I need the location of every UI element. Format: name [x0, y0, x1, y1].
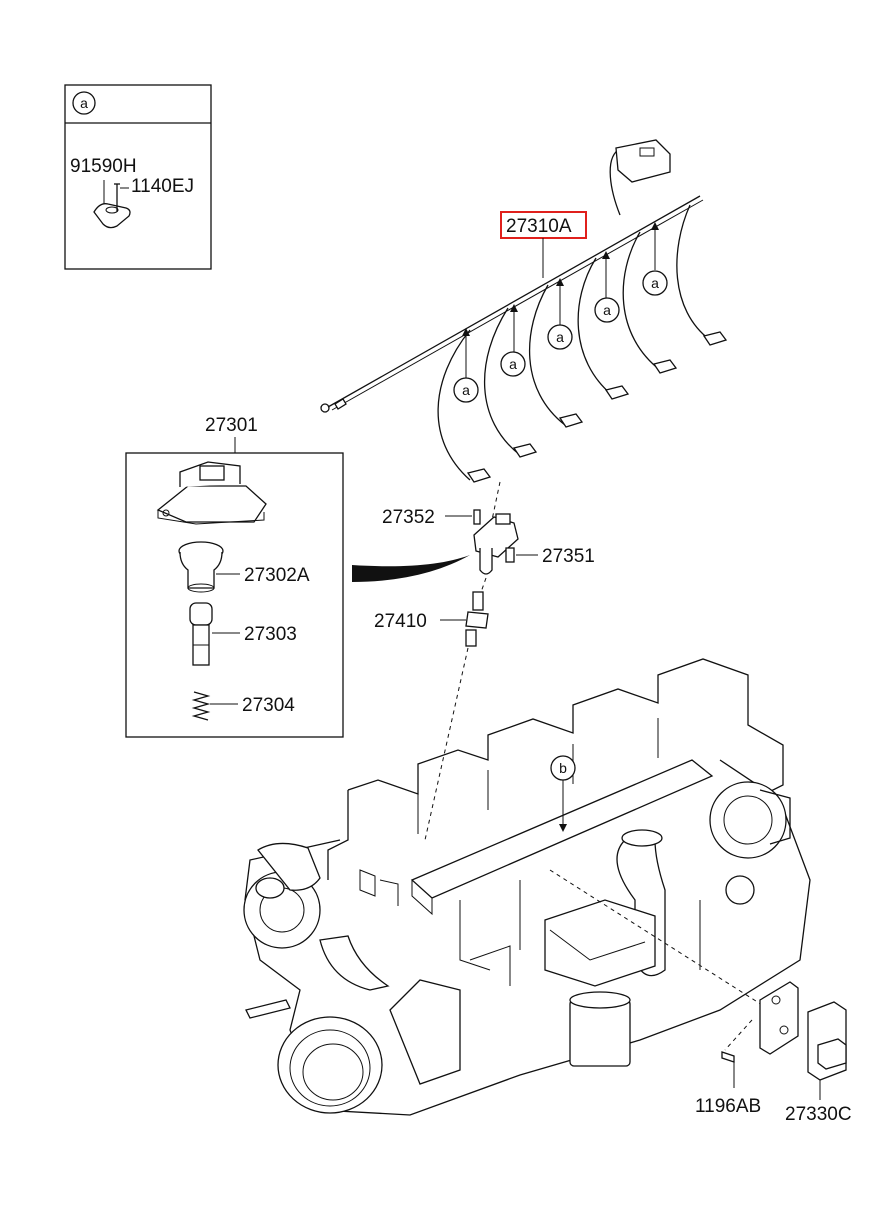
harness-top-connector [615, 139, 671, 183]
label-27303: 27303 [244, 624, 297, 645]
spring-27304: 27304 [191, 691, 295, 721]
label-1196AB: 1196AB [695, 1096, 761, 1117]
harness-label: 27310A [506, 216, 572, 237]
harness-label-group: 27310A [500, 211, 587, 278]
label-27352: 27352 [382, 507, 435, 528]
harness-callout-4: a [603, 302, 611, 318]
harness-callout-1: a [462, 382, 470, 398]
wiring-harness [320, 139, 728, 483]
coil-box-label: 27301 [205, 415, 258, 436]
coil-boot-27302A: 27302A [178, 541, 310, 593]
spark-plug: 27410 [374, 577, 489, 841]
engine-callout: b [550, 755, 576, 832]
coil-box: 27301 27302A 27303 [125, 415, 344, 738]
inset-callout: a [80, 95, 88, 111]
inset-callout-circle [72, 91, 96, 115]
label-27304: 27304 [242, 695, 295, 716]
detail-pointer [352, 555, 470, 582]
coil-assembly: 27352 27351 [382, 481, 595, 575]
harness-callout-3: a [556, 329, 564, 345]
label-27410: 27410 [374, 611, 427, 632]
harness-callouts: a a a a a [453, 270, 668, 403]
control-module: 27330C [785, 1001, 852, 1125]
harness-callout-5: a [651, 275, 659, 291]
engine-callout-label: b [559, 760, 567, 776]
ignition-coil-top [156, 461, 267, 525]
label-27302A: 27302A [244, 565, 310, 586]
label-27330C: 27330C [785, 1104, 852, 1125]
inset-box: a 91590H 1140EJ [64, 84, 212, 270]
coil-rod-27303: 27303 [189, 602, 297, 666]
label-1140EJ: 1140EJ [131, 176, 194, 197]
harness-callout-2: a [509, 356, 517, 372]
engine-block [243, 658, 811, 1116]
module-bracket: 1196AB [695, 981, 799, 1117]
label-91590H: 91590H [70, 156, 137, 177]
label-27351: 27351 [542, 546, 595, 567]
clip-icon [93, 180, 131, 229]
